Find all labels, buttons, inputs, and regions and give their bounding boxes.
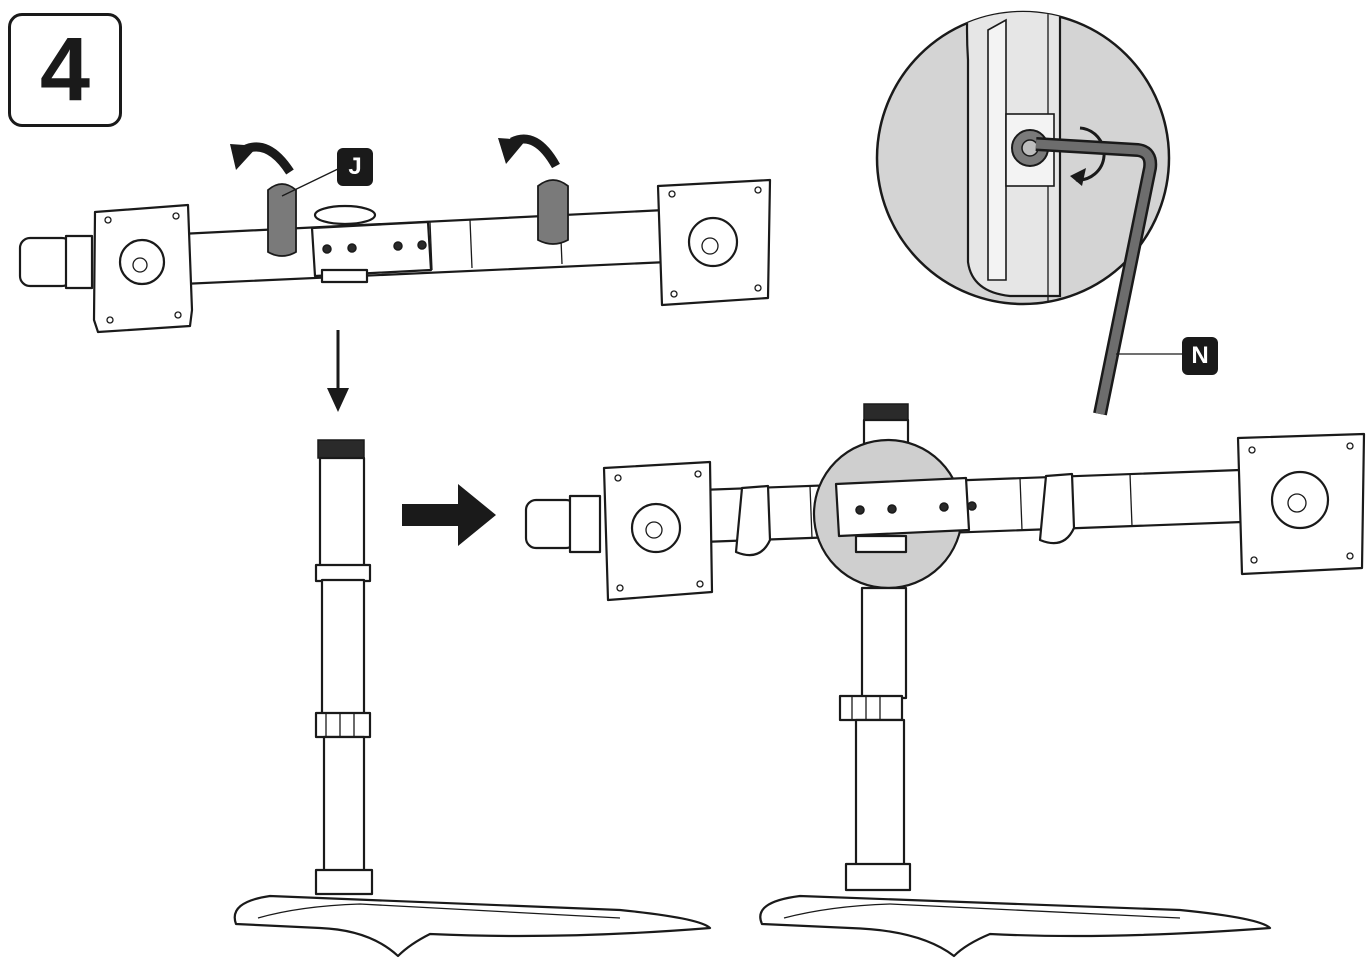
step-number-box: 4 xyxy=(8,13,122,127)
removal-arrows xyxy=(230,134,560,175)
step-number: 4 xyxy=(39,20,91,120)
next-step-arrow xyxy=(402,484,496,546)
detail-magnifier xyxy=(875,10,1184,416)
callout-label-n: N xyxy=(1182,337,1218,375)
crossbar-assembly-top xyxy=(18,178,772,334)
pole-and-base-left xyxy=(233,439,712,958)
assembled-stand xyxy=(524,403,1366,958)
callout-label-j: J xyxy=(337,148,373,186)
insert-down-arrow xyxy=(327,330,349,412)
clip-leader-line xyxy=(281,167,341,197)
